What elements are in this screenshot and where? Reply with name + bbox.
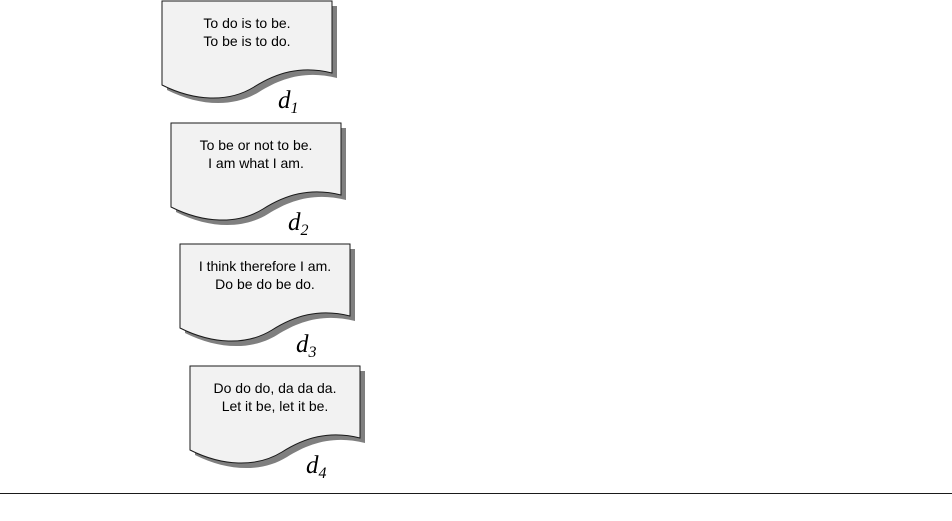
document-label-d4: d4 xyxy=(306,453,327,482)
document-line-2: Let it be, let it be. xyxy=(221,398,329,414)
label-index: 1 xyxy=(290,100,299,117)
document-text-d1: To do is to be. To be is to do. xyxy=(161,14,333,50)
label-letter: d xyxy=(278,87,291,114)
document-line-2: To be is to do. xyxy=(203,33,291,49)
document-line-1: I think therefore I am. xyxy=(198,258,332,274)
document-label-d1: d1 xyxy=(278,88,299,117)
document-text-d3: I think therefore I am. Do be do be do. xyxy=(179,257,351,293)
document-line-2: Do be do be do. xyxy=(215,276,315,292)
document-label-d3: d3 xyxy=(296,332,317,361)
document-d4: Do do do, da da da. Let it be, let it be… xyxy=(189,365,379,485)
document-line-1: To be or not to be. xyxy=(199,137,313,153)
document-text-d4: Do do do, da da da. Let it be, let it be… xyxy=(189,379,361,415)
bottom-divider-line xyxy=(0,493,952,494)
label-letter: d xyxy=(306,452,319,479)
document-d3: I think therefore I am. Do be do be do. … xyxy=(179,243,369,363)
document-line-2: I am what I am. xyxy=(208,155,304,171)
label-letter: d xyxy=(296,331,309,358)
document-label-d2: d2 xyxy=(288,210,309,239)
label-index: 4 xyxy=(318,465,327,482)
label-letter: d xyxy=(288,209,301,236)
document-shape-d4 xyxy=(189,365,365,469)
document-d2: To be or not to be. I am what I am. d2 xyxy=(170,122,360,242)
document-d1: To do is to be. To be is to do. d1 xyxy=(161,0,351,120)
document-text-d2: To be or not to be. I am what I am. xyxy=(170,136,342,172)
label-index: 2 xyxy=(300,222,309,239)
label-index: 3 xyxy=(308,344,317,361)
document-line-1: To do is to be. xyxy=(203,15,291,31)
document-shape-d3 xyxy=(179,243,355,347)
document-shape-d2 xyxy=(170,122,346,226)
document-line-1: Do do do, da da da. xyxy=(213,380,337,396)
document-shape-d1 xyxy=(161,0,337,104)
